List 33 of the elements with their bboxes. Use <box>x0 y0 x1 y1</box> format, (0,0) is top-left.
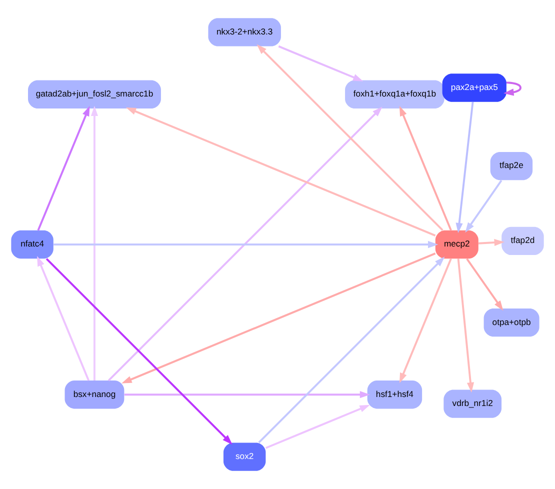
node-box: otpa+otpb <box>484 308 540 337</box>
arrow <box>399 106 452 231</box>
arrow <box>54 240 438 248</box>
arrow <box>37 106 90 231</box>
arrow <box>456 102 474 234</box>
node-box: bsx+nanog <box>64 380 124 409</box>
node-box: foxh1+foxq1a+foxq1b <box>345 80 444 108</box>
arrow <box>90 106 98 381</box>
arrow <box>504 82 522 96</box>
arrow <box>465 180 502 233</box>
arrow <box>457 258 474 393</box>
arrow <box>46 258 232 445</box>
node-box: pax2a+pax5 <box>442 74 506 102</box>
node-box: nkx3-2+nkx3.3 <box>208 18 281 46</box>
arrow <box>399 258 452 384</box>
arrow <box>258 256 445 444</box>
arrow <box>126 107 436 236</box>
node-box: hsf1+hsf4 <box>367 380 422 409</box>
arrow <box>122 252 436 384</box>
node-box: gatad2ab+jun_fosl2_smarcc1b <box>28 80 161 108</box>
node-box: vdrb_nr1i2 <box>444 390 502 418</box>
arrow <box>278 45 364 82</box>
node-box: sox2 <box>223 442 266 471</box>
arrow <box>265 404 370 449</box>
arrow <box>466 258 504 311</box>
arrow <box>37 256 90 381</box>
arrow <box>124 391 370 398</box>
arrow <box>108 106 382 382</box>
node-box: tfap2e <box>490 152 533 180</box>
node-box: tfap2d <box>502 226 544 256</box>
node-box: nfatc4 <box>11 230 54 259</box>
arrow <box>478 238 505 246</box>
node-box: mecp2 <box>435 230 478 259</box>
